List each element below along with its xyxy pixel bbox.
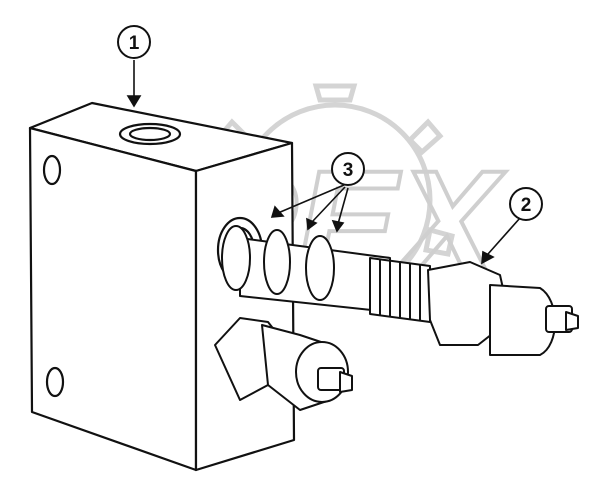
callout-2-label: 2 [521, 195, 532, 216]
callout-3-circle [331, 152, 365, 186]
callout-3-label: 3 [343, 160, 354, 181]
callout-2-circle [509, 187, 543, 221]
callout-1-circle [117, 25, 151, 59]
callout-3: 3 [331, 152, 365, 186]
seal-ring-3 [305, 235, 335, 301]
seal-ring-2 [263, 229, 291, 295]
callout-2: 2 [509, 187, 543, 221]
valve-block-right-face [194, 141, 296, 472]
valve-block [28, 101, 296, 472]
cartridge-valve [221, 225, 579, 356]
callout-1: 1 [117, 25, 151, 59]
mounting-hole-bottom [45, 366, 65, 398]
installed-cartridge [214, 317, 353, 411]
mounting-hole-top [42, 154, 62, 186]
seal-ring-1 [221, 225, 251, 291]
callout-1-label: 1 [129, 33, 140, 54]
leader-lines [126, 60, 521, 265]
